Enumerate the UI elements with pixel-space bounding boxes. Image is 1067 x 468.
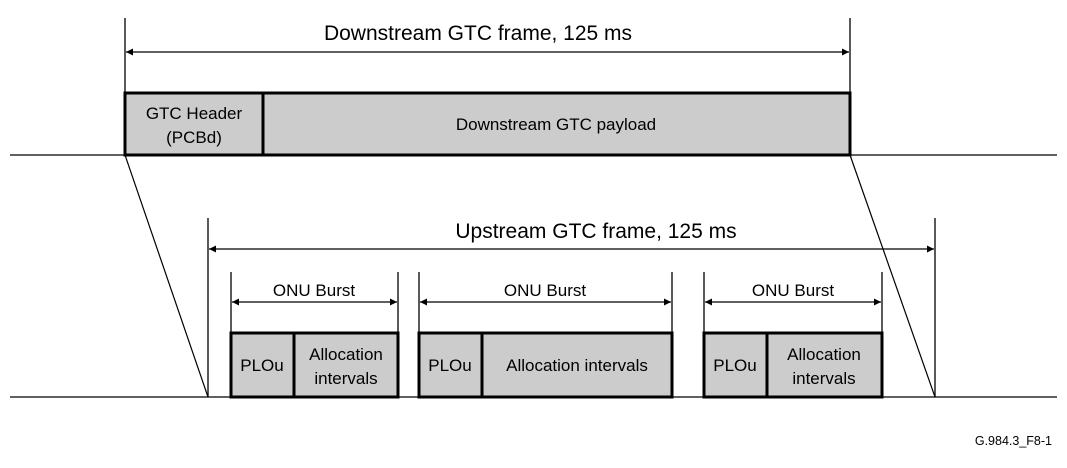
allocation-intervals-label: Allocation <box>309 345 383 364</box>
expansion-line-left <box>124 154 209 398</box>
downstream-payload-box <box>261 91 852 157</box>
onu-burst-1: ONU Burst PLOu Allocation intervals <box>229 272 400 399</box>
allocation-intervals-box <box>292 331 400 399</box>
onu-burst-label: ONU Burst <box>273 281 355 300</box>
plou-box <box>417 331 484 399</box>
allocation-intervals-sublabel: intervals <box>314 369 377 388</box>
plou-label: PLOu <box>240 356 283 375</box>
gtc-header-sublabel: (PCBd) <box>166 128 222 147</box>
allocation-intervals-box <box>480 331 674 399</box>
onu-burst-label: ONU Burst <box>504 281 586 300</box>
expansion-line-right <box>849 154 936 398</box>
allocation-intervals-sublabel: intervals <box>792 369 855 388</box>
downstream-gtc-header-box <box>123 91 265 157</box>
allocation-intervals-label: Allocation intervals <box>506 356 648 375</box>
plou-label: PLOu <box>713 356 756 375</box>
downstream-frame-label: Downstream GTC frame, 125 ms <box>324 22 632 45</box>
downstream-payload-label: Downstream GTC payload <box>456 115 656 134</box>
upstream-frame-label: Upstream GTC frame, 125 ms <box>455 220 736 243</box>
onu-burst-label: ONU Burst <box>752 281 834 300</box>
onu-burst-3: ONU Burst PLOu Allocation intervals <box>702 272 884 399</box>
allocation-intervals-label: Allocation <box>787 345 861 364</box>
gtc-header-label: GTC Header <box>146 104 243 123</box>
onu-burst-2: ONU Burst PLOu Allocation intervals <box>417 272 674 399</box>
figure-id: G.984.3_F8-1 <box>975 434 1052 448</box>
allocation-intervals-box <box>765 331 884 399</box>
plou-label: PLOu <box>428 356 471 375</box>
